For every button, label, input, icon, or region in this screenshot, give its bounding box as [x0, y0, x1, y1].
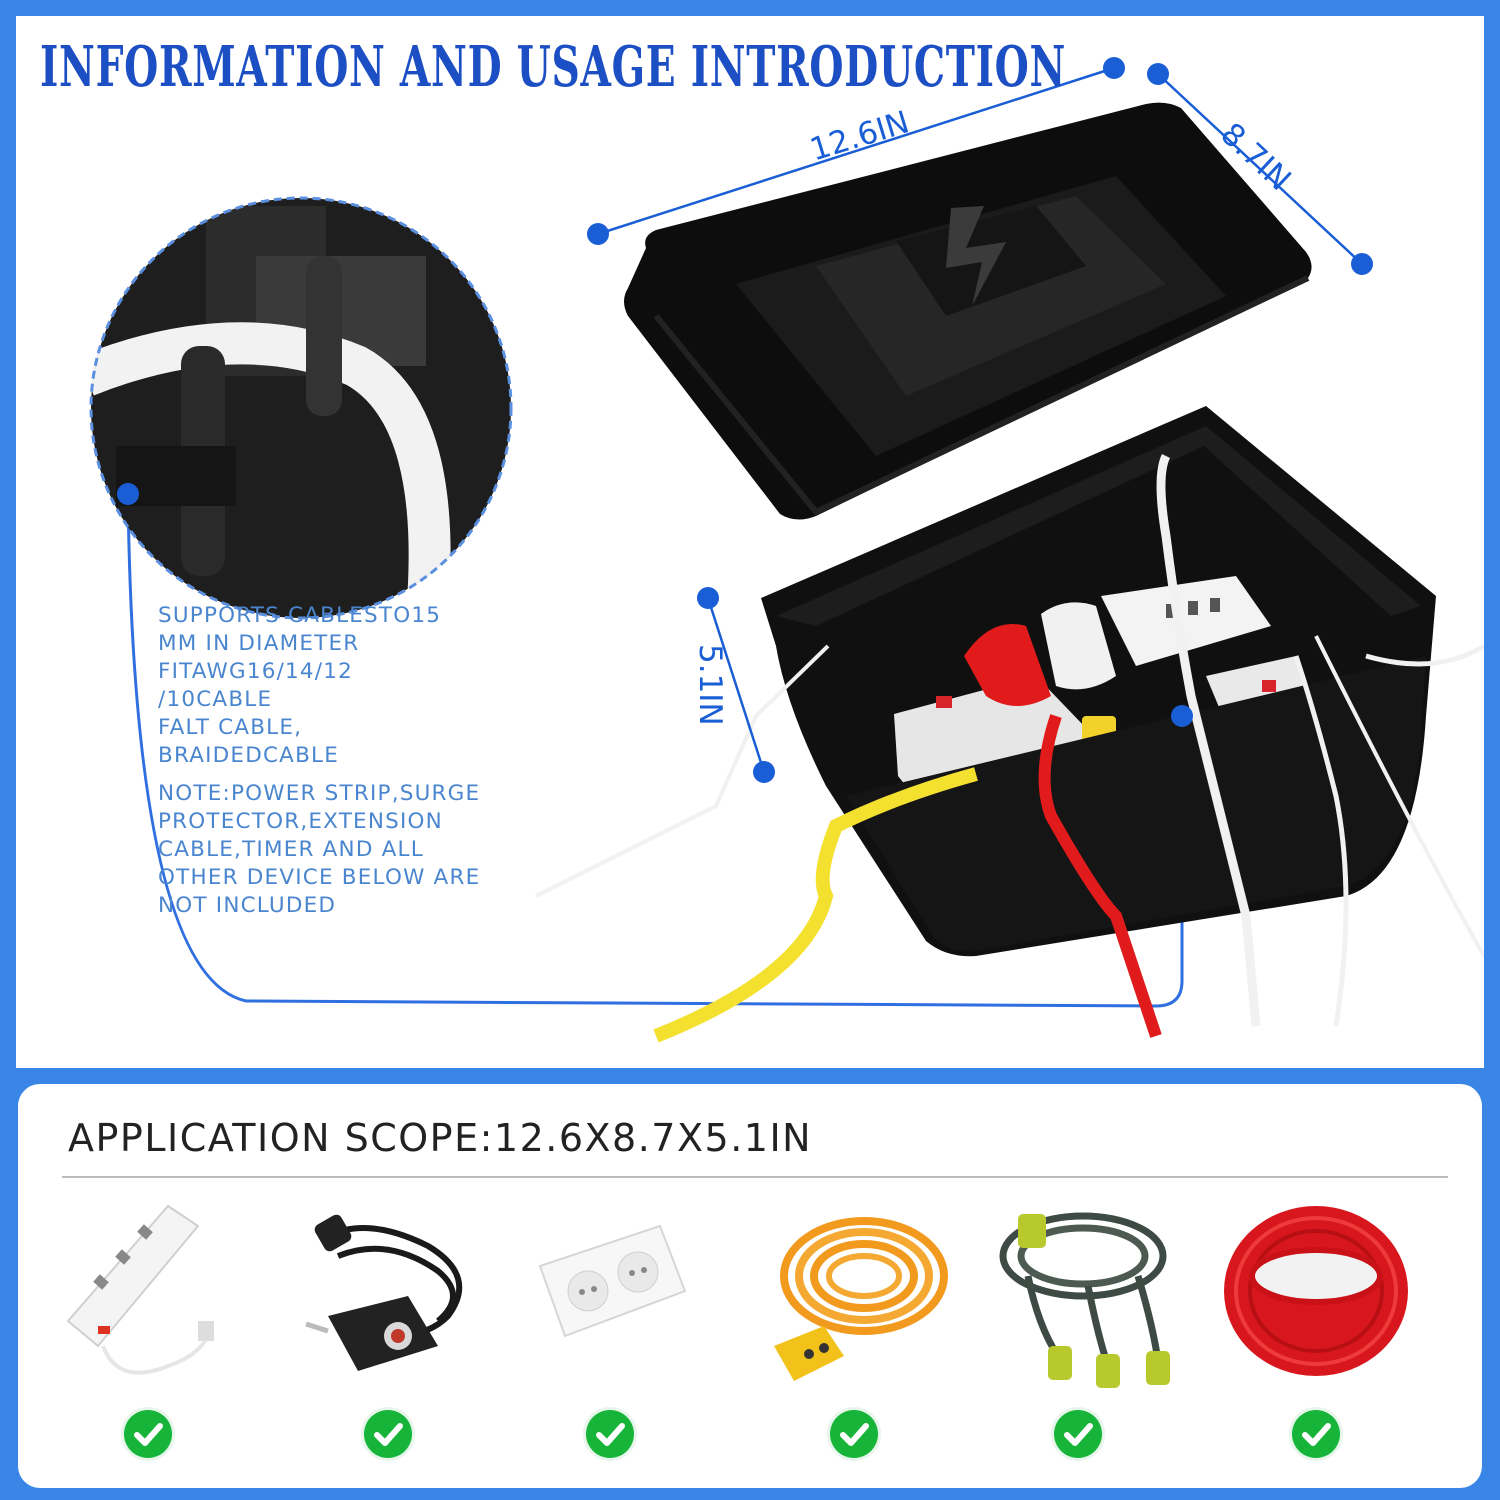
dimension-height-label: 5.1IN — [692, 644, 728, 726]
product-list — [18, 1196, 1482, 1486]
page-title: INFORMATION AND USAGE INTRODUCTION — [40, 34, 1067, 100]
note-line: CABLE,TIMER AND ALL — [158, 837, 424, 862]
check-icon — [586, 1410, 634, 1458]
red-cable-coil-icon — [1224, 1206, 1408, 1376]
check-icon — [124, 1410, 172, 1458]
splitter-cord-icon — [999, 1212, 1170, 1388]
application-scope-panel: APPLICATION SCOPE:12.6X8.7X5.1IN — [18, 1084, 1482, 1488]
info-line: SUPPORTS CABLESTO15 — [158, 603, 442, 628]
check-icon — [364, 1410, 412, 1458]
note-line: NOTE:POWER STRIP,SURGE — [158, 781, 481, 806]
orange-extension-cord-icon — [774, 1217, 948, 1381]
info-line: FITAWG16/14/12 — [158, 659, 353, 684]
product-item — [978, 1196, 1178, 1486]
note-line: PROTECTOR,EXTENSION — [158, 809, 443, 834]
product-item — [288, 1196, 488, 1486]
wall-socket-icon — [538, 1224, 687, 1338]
check-icon — [830, 1410, 878, 1458]
scope-title: APPLICATION SCOPE:12.6X8.7X5.1IN — [68, 1116, 813, 1160]
product-item — [1216, 1196, 1416, 1486]
timer-plug-icon — [305, 1214, 463, 1371]
cable-box-illustration — [89, 57, 1484, 1043]
product-item — [48, 1196, 248, 1486]
product-item — [510, 1196, 710, 1486]
check-icon — [1054, 1410, 1102, 1458]
info-panel: INFORMATION AND USAGE INTRODUCTION 12.6I… — [16, 16, 1484, 1068]
info-line: /10CABLE — [158, 687, 273, 712]
cable-info-text: SUPPORTS CABLESTO15 MM IN DIAMETER FITAW… — [158, 602, 518, 920]
info-line: FALT CABLE, — [158, 715, 303, 740]
note-line: OTHER DEVICE BELOW ARE — [158, 865, 481, 890]
note-line: NOT INCLUDED — [158, 893, 337, 918]
info-line: BRAIDEDCABLE — [158, 743, 339, 768]
check-icon — [1292, 1410, 1340, 1458]
power-strip-icon — [66, 1204, 214, 1375]
divider — [62, 1176, 1448, 1178]
product-item — [754, 1196, 954, 1486]
info-line: MM IN DIAMETER — [158, 631, 360, 656]
